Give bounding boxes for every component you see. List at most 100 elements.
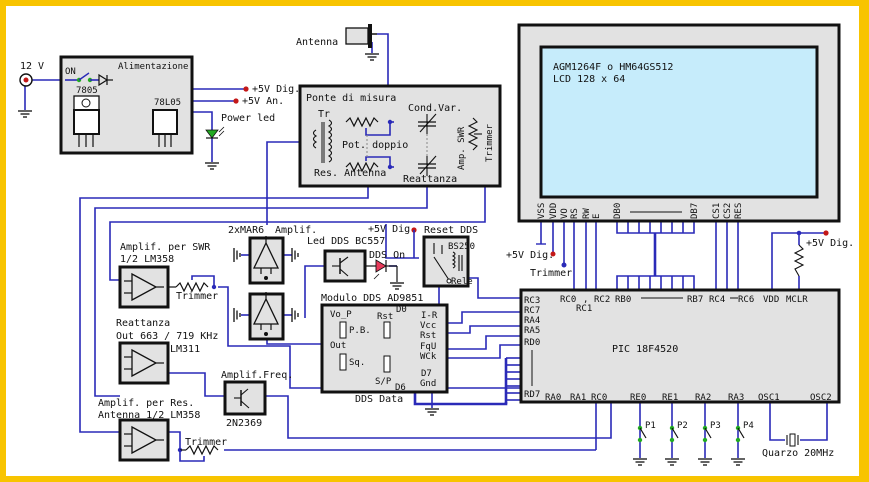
antenna-label: Antenna xyxy=(296,37,338,48)
svg-text:P3: P3 xyxy=(710,421,721,431)
power-led-icon xyxy=(205,126,225,139)
res-trimmer-icon[interactable] xyxy=(177,445,219,462)
power-supply-block: Alimentazione ON 7805 78L05 xyxy=(59,55,194,155)
crystal-icon xyxy=(786,433,799,447)
reset-supply-label: +5V Dig. xyxy=(368,224,416,235)
svg-text:RA3: RA3 xyxy=(728,393,744,403)
svg-text:VDD: VDD xyxy=(549,203,559,219)
bs250-label: BS250 xyxy=(448,242,475,252)
power-input-label: 12 V xyxy=(20,61,44,72)
pic-name: PIC 18F4520 xyxy=(612,344,678,355)
antenna-connector-icon xyxy=(345,24,377,48)
button-p1[interactable]: P1 xyxy=(632,421,656,466)
svg-text:,: , xyxy=(583,295,588,305)
schematic: 12 V Alimentazione ON 7805 78L05 +5V xyxy=(17,23,854,466)
regulator-78l05-icon xyxy=(152,109,178,147)
lcd-resolution-label: LCD 128 x 64 xyxy=(553,74,625,85)
svg-text:RD7: RD7 xyxy=(524,390,540,400)
mclr-resistor-icon xyxy=(793,244,805,277)
svg-text:RA1: RA1 xyxy=(570,393,586,403)
svg-text:RA4: RA4 xyxy=(524,316,540,326)
svg-text:RC0: RC0 xyxy=(591,393,607,403)
bridge-trimmer-label: Trimmer xyxy=(485,123,495,162)
pot-doppio-label: Pot. doppio xyxy=(342,140,408,151)
svg-text:RC6: RC6 xyxy=(738,295,754,305)
svg-text:RA2: RA2 xyxy=(695,393,711,403)
freq-amp-transistor xyxy=(223,380,267,416)
lm311-comparator xyxy=(118,341,170,385)
lcd-vdd-label: +5V Dig. xyxy=(506,250,554,261)
svg-text:RES: RES xyxy=(734,203,744,219)
freq-amp-title: Amplif.Freq. xyxy=(221,370,293,381)
regulator-7805-icon xyxy=(73,95,100,147)
measurement-bridge-block: Ponte di misura Tr Pot. doppio Res. Ante… xyxy=(298,84,502,188)
svg-text:P4: P4 xyxy=(743,421,754,431)
svg-text:DB0: DB0 xyxy=(613,203,623,219)
svg-text:Gnd: Gnd xyxy=(420,379,436,389)
dds-module: Vo_P P.B. Out Sq. Rst S/P D0 D7 D6 I-R V… xyxy=(320,303,449,394)
lcd-screen xyxy=(539,45,819,199)
button-p2[interactable]: P2 xyxy=(664,421,688,466)
transformer-label: Tr xyxy=(318,109,330,120)
led-dds-title: Led DDS BC557 xyxy=(307,236,385,247)
svg-text:RC4: RC4 xyxy=(709,295,725,305)
svg-text:VO: VO xyxy=(560,208,570,219)
button-p3[interactable]: P3 xyxy=(697,421,721,466)
freq-amp-part: 2N2369 xyxy=(226,418,262,429)
svg-text:RW: RW xyxy=(582,208,592,219)
svg-text:RC7: RC7 xyxy=(524,306,540,316)
dds-data-label: DDS Data xyxy=(355,394,403,405)
button-p4[interactable]: P4 xyxy=(730,421,754,466)
svg-text:D6: D6 xyxy=(395,383,406,393)
swr-amp-line2: 1/2 LM358 xyxy=(120,254,174,265)
mar6-amplifier-2 xyxy=(248,291,285,341)
variable-capacitor-icon xyxy=(418,113,437,176)
svg-text:RE0: RE0 xyxy=(630,393,646,403)
lcd-pin-labels: VSS VDD VO RS RW E DB0 DB7 CS1 CS2 RES xyxy=(537,203,744,219)
reattanza-amp-line2: Out 663 / 719 KHz xyxy=(116,331,218,342)
svg-text:FqU: FqU xyxy=(420,342,436,352)
svg-text:OSC1: OSC1 xyxy=(758,393,780,403)
dds-on-led-icon xyxy=(373,259,397,280)
power-switch-icon[interactable] xyxy=(78,72,90,81)
lcd-display: AGM1264F o HM64GS512 LCD 128 x 64 VSS VD… xyxy=(517,23,841,223)
res-antenna-amplifier xyxy=(118,418,170,462)
svg-text:P.B.: P.B. xyxy=(349,326,371,336)
dds-module-title: Modulo DDS AD9851 xyxy=(321,293,423,304)
pic-microcontroller: PIC 18F4520 RC0 , RC2 RC1 RB0 RB7 RC4 RC… xyxy=(519,288,841,404)
svg-text:S/P: S/P xyxy=(375,377,392,387)
svg-text:Vo_P: Vo_P xyxy=(330,310,352,320)
mar6-amplifier-1 xyxy=(248,235,285,285)
svg-text:RB7: RB7 xyxy=(687,295,703,305)
power-block-title: Alimentazione xyxy=(118,62,188,72)
mclr-supply-label: +5V Dig. xyxy=(806,238,854,249)
bridge-title: Ponte di misura xyxy=(306,93,396,104)
svg-text:CS1: CS1 xyxy=(712,203,722,219)
lcd-trimmer-label: Trimmer xyxy=(530,268,572,279)
svg-text:RD0: RD0 xyxy=(524,338,540,348)
svg-text:RC3: RC3 xyxy=(524,296,540,306)
swr-amp-line1: Amplif. per SWR xyxy=(120,242,211,253)
reset-dds-title: Reset DDS xyxy=(424,225,478,236)
svg-text:I-R: I-R xyxy=(421,311,438,321)
bridge-trimmer-icon xyxy=(467,117,482,151)
dds-on-label: DDS On xyxy=(369,250,405,261)
svg-text:Out: Out xyxy=(330,341,346,351)
svg-text:D7: D7 xyxy=(421,369,432,379)
mar6-title: 2xMAR6 xyxy=(228,225,264,236)
svg-text:VDD: VDD xyxy=(763,295,779,305)
diode-icon xyxy=(98,73,109,87)
svg-text:RC0: RC0 xyxy=(560,295,576,305)
schematic-canvas: 12 V Alimentazione ON 7805 78L05 +5V xyxy=(6,6,859,476)
swr-trimmer-icon[interactable] xyxy=(168,275,217,292)
lm311-label: LM311 xyxy=(170,344,200,355)
power-switch-label: ON xyxy=(65,67,76,77)
power-led-label: Power led xyxy=(221,113,275,124)
svg-text:D0: D0 xyxy=(396,305,407,315)
svg-text:Rst: Rst xyxy=(377,312,393,322)
res-trimmer-label: Trimmer xyxy=(185,437,227,448)
svg-text:P1: P1 xyxy=(645,421,656,431)
res-amp-line1: Amplif. per Res. xyxy=(98,398,194,409)
svg-text:OSC2: OSC2 xyxy=(810,393,832,403)
amp-swr-label: Amp. SWR xyxy=(457,126,467,170)
